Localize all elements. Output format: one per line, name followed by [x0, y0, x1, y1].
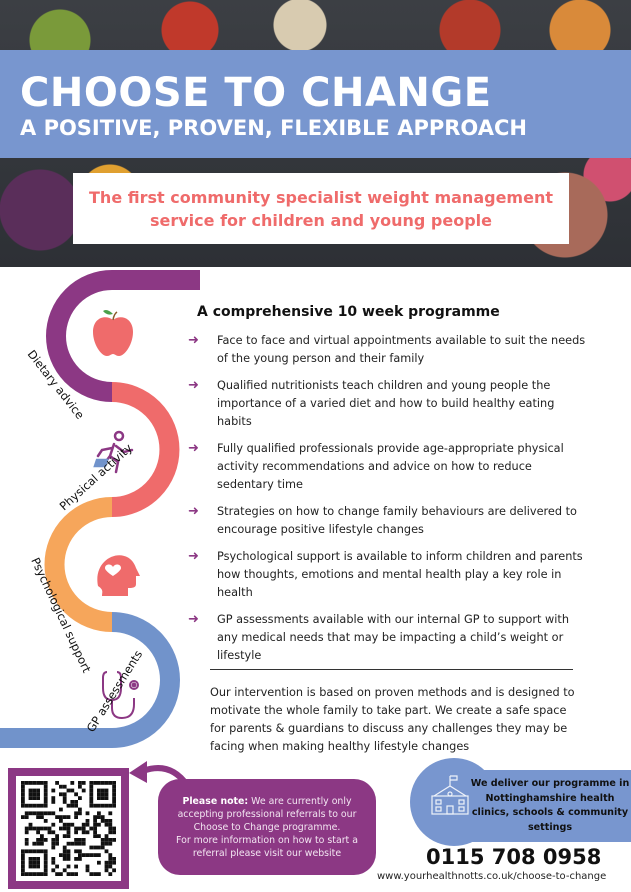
programme-bullets: ➜Face to face and virtual appointments a…: [188, 332, 588, 674]
road-dietary: [46, 270, 200, 402]
road-psychological: [44, 497, 113, 632]
qr-pattern: [21, 781, 116, 876]
title-band: [0, 50, 631, 158]
website-link[interactable]: www.yourhealthnotts.co.uk/choose-to-chan…: [377, 871, 607, 882]
bullet-item: ➜Qualified nutritionists teach children …: [188, 378, 555, 428]
qr-code[interactable]: [8, 768, 129, 889]
bullet-item: ➜Fully qualified professionals provide a…: [188, 441, 564, 491]
page-subtitle: A POSITIVE, PROVEN, FLEXIBLE APPROACH: [20, 116, 527, 140]
stethoscope-icon: [102, 671, 139, 720]
tagline-box: The first community specialist weight ma…: [73, 173, 569, 244]
head-heart-icon: [97, 555, 140, 596]
tagline: The first community specialist weight ma…: [89, 187, 553, 230]
arrow-right-icon: ➜: [188, 549, 199, 564]
delivery-text: We deliver our programme in Nottinghamsh…: [470, 778, 630, 833]
road-gp: [0, 612, 180, 748]
arrow-right-icon: ➜: [188, 504, 199, 519]
stage-label-gp: GP assessments: [84, 648, 146, 735]
apple-icon: [93, 310, 133, 356]
journey-road: Dietary advice Physical activity Psychol…: [0, 270, 200, 748]
arrow-right-icon: ➜: [188, 441, 199, 456]
referral-note: Please note: We are currently only accep…: [158, 779, 376, 875]
bullet-item: ➜Psychological support is available to i…: [188, 549, 583, 599]
programme-title: A comprehensive 10 week programme: [197, 304, 500, 320]
running-person-icon: [93, 430, 134, 474]
page-title: CHOOSE TO CHANGE: [20, 70, 492, 116]
bullet-item: ➜GP assessments available with our inter…: [188, 612, 569, 662]
road-physical: [111, 382, 180, 517]
bullet-item: ➜Face to face and virtual appointments a…: [188, 333, 586, 365]
intro-paragraph: Our intervention is based on proven meth…: [210, 686, 575, 753]
arrow-right-icon: ➜: [188, 612, 199, 627]
arrow-right-icon: ➜: [188, 378, 199, 393]
delivery-circle: [410, 758, 498, 846]
divider: [210, 669, 573, 670]
school-icon: [431, 775, 469, 815]
phone-number[interactable]: 0115 708 0958: [426, 845, 602, 869]
bullet-item: ➜Strategies on how to change family beha…: [188, 504, 577, 536]
arrow-right-icon: ➜: [188, 333, 199, 348]
